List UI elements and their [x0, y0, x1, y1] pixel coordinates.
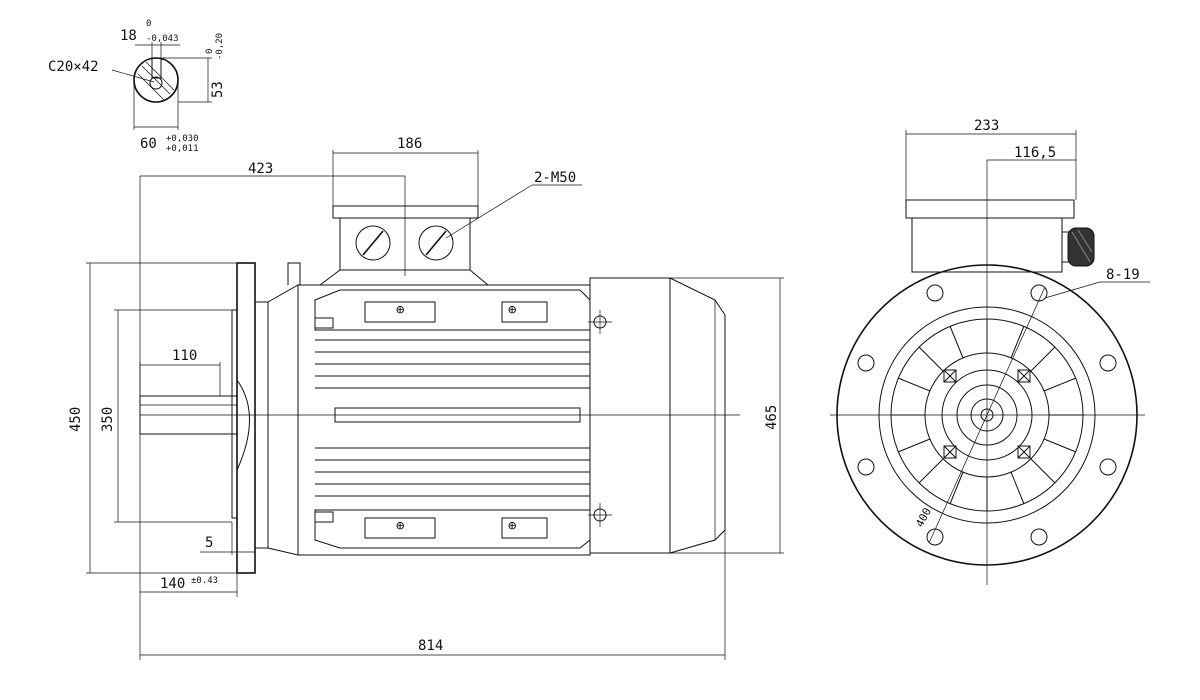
svg-text:⊕: ⊕ — [396, 518, 405, 534]
shaft-diameter-label: 60 — [140, 136, 157, 152]
svg-text:⊕: ⊕ — [508, 518, 517, 534]
key-height-tol-lower: -0,20 — [215, 33, 225, 60]
cooling-fins — [315, 339, 590, 497]
height-label: 465 — [764, 405, 780, 430]
shaft-to-foot-label: 140 — [160, 576, 185, 592]
key-height-tol-upper: 0 — [205, 49, 215, 54]
flange-plate — [236, 262, 256, 574]
cable-gland-left — [355, 225, 391, 261]
key-height-label: 53 — [210, 81, 226, 98]
flange-diameter-label: 450 — [68, 407, 84, 432]
spigot-diameter-label: 350 — [100, 407, 116, 432]
shaft-tol-upper: +0,030 — [166, 134, 199, 144]
pitch-diameter-label: 400 — [913, 506, 934, 530]
shaft-tol-lower: +0,011 — [166, 144, 199, 154]
key-width-label: 18 — [120, 28, 137, 44]
cable-glands-label: 2-M50 — [534, 170, 576, 186]
center-hole — [149, 76, 163, 90]
cable-gland-right — [418, 225, 454, 261]
shaft-to-foot-tol: ±0.43 — [191, 576, 218, 586]
flange-holes-label: 8-19 — [1106, 267, 1140, 283]
key-width-tol-upper: 0 — [146, 19, 151, 29]
key-width-tol-lower: -0,043 — [146, 34, 179, 44]
box-width-label: 186 — [397, 136, 422, 152]
motor-body — [297, 284, 591, 556]
shaft-length-label: 110 — [172, 348, 197, 364]
shaft-section-view: 18 0 -0,043 53 0 -0,20 60 +0,030 +0,011 … — [48, 19, 226, 154]
svg-text:⊕: ⊕ — [508, 302, 517, 318]
side-view: ⊕ ⊕ ⊕ ⊕ — [68, 136, 784, 660]
end-box-width-label: 233 — [974, 118, 999, 134]
keyway — [151, 57, 162, 79]
end-view: 233 116,5 8-19 400 — [830, 118, 1150, 585]
box-position-label: 423 — [248, 161, 273, 177]
end-terminal-box-lid — [905, 199, 1075, 219]
end-box-half-width-label: 116,5 — [1014, 145, 1056, 161]
terminal-box-lid — [332, 205, 479, 219]
spigot-depth-label: 5 — [205, 535, 213, 551]
center-hole-label: C20×42 — [48, 59, 99, 75]
svg-text:⊕: ⊕ — [396, 302, 405, 318]
overall-length-label: 814 — [418, 638, 443, 654]
fan-cover — [589, 277, 671, 554]
